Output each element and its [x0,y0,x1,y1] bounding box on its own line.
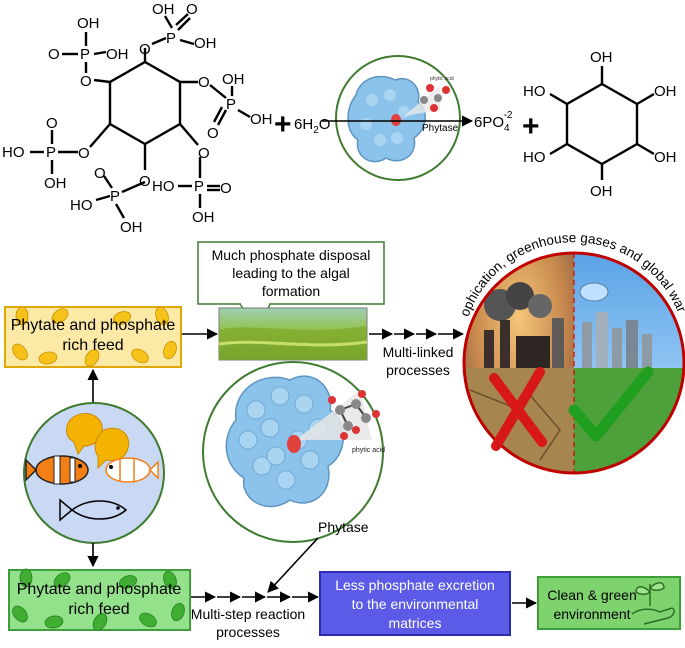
water-label: 6H2O [294,116,330,136]
multi-linked-line-1: Multi-linked [383,344,454,360]
atom-ho: HO [523,149,546,166]
phytic-acid-small-label: phytic acid [430,76,454,82]
atom-o: O [78,145,90,162]
feed-bottom-line-1: Phytate and phosphate [17,581,182,598]
atom-ho: HO [523,83,546,100]
less-phosphate-box: Less phosphate excretion to the environm… [319,571,511,636]
callout-line-1: Much phosphate disposal [212,247,371,263]
clean-line-2: environment [553,606,630,622]
plus-sign: + [522,110,540,143]
atom-ho: HO [152,178,175,195]
phytic-acid-labels: O O O O O O P OH O OH P OH O OH P OH OH … [2,1,273,236]
atom-p: P [226,96,236,113]
phytase-large-label: Phytase [318,519,369,535]
callout-line-2: leading to the algal [232,265,350,281]
phytic-acid-large-label: phytic acid [352,447,385,454]
seed-icon [12,568,185,631]
atom-oh: OH [590,49,613,66]
atom-oh: OH [77,15,100,32]
atom-oh: OH [250,111,273,128]
atom-o: O [46,115,58,132]
atom-o: O [80,73,92,90]
atom-oh: OH [44,175,67,192]
atom-oh: OH [192,209,215,226]
clean-environment-box: Clean & green environment [537,576,681,630]
callout-line-3: formation [262,283,320,299]
multi-step-line-1: Multi-step reaction [191,606,305,622]
arrow [267,537,319,593]
plus-sign: + [274,108,292,141]
check-icon [568,366,654,442]
multi-linked-line-2: processes [386,362,450,378]
atom-o: O [48,46,60,63]
atom-p: P [80,46,90,63]
atom-o: O [186,1,198,18]
feed-bottom-line-2: rich feed [68,601,129,618]
atom-p: P [110,188,120,205]
atom-oh: OH [590,183,613,200]
atom-p: P [46,144,56,161]
feed-box-top: Phytate and phosphate rich feed [4,306,182,368]
inositol-labels: OH OH OH OH HO HO [523,49,677,200]
algal-bloom-image [218,307,368,361]
fish-circle [23,402,165,544]
less-phosphate-line-3: matrices [389,615,442,631]
atom-o: O [220,180,232,197]
inositol-structure [549,66,655,180]
atom-oh: OH [654,83,677,100]
plant-hand-icon [631,582,675,625]
clownfish-icon [25,455,89,485]
atom-oh: OH [106,46,129,63]
less-phosphate-line-1: Less phosphate excretion [335,577,495,593]
atom-o: O [139,173,151,190]
atom-oh: OH [222,71,245,88]
multi-step-line-2: processes [216,624,280,640]
clean-line-1: Clean & green [547,587,637,603]
atom-ho: HO [2,144,25,161]
atom-o: O [198,74,210,91]
less-phosphate-line-2: to the environmental [352,596,479,612]
atom-o: O [139,41,151,58]
phosphate-label: 6PO4-2 [474,110,513,134]
phytase-small-label: Phytase [422,123,459,134]
atom-oh: OH [654,149,677,166]
atom-ho: HO [70,197,93,214]
feed-top-line-2: rich feed [62,337,123,354]
atom-oh: OH [152,1,175,18]
atom-p: P [166,30,176,47]
seed-icon [12,306,177,367]
phytase-enzyme-small: phytic acid Phytase [335,55,461,181]
phytic-acid-structure [30,13,251,219]
phytase-enzyme-large: phytic acid Phytase [202,361,385,543]
atom-oh: OH [120,219,143,236]
atom-o: O [198,145,210,162]
phytic-acid-molecule-icon [328,390,380,440]
feed-top-line-1: Phytate and phosphate [11,317,176,334]
atom-o: O [94,165,106,182]
atom-o: O [207,125,219,142]
cross-icon [489,367,547,451]
feed-box-bottom: Phytate and phosphate rich feed [8,568,191,631]
atom-oh: OH [194,35,217,52]
fish-outline-icon [59,498,128,522]
clownfish-outline-icon [105,457,159,483]
atom-p: P [194,178,204,195]
